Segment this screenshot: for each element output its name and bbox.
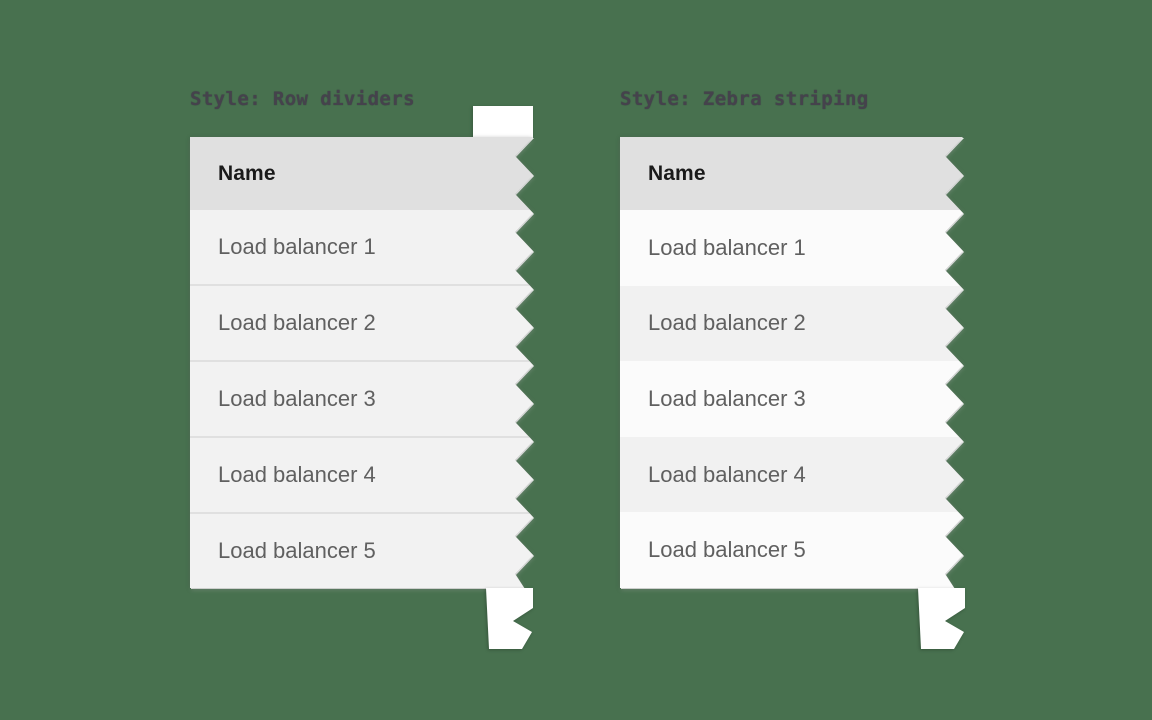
cell-name: Load balancer 4 — [218, 462, 376, 487]
table-rows: Load balancer 1 Load balancer 2 Load bal… — [620, 210, 963, 588]
table-row: Load balancer 3 — [620, 361, 963, 437]
cell-name: Load balancer 1 — [218, 234, 376, 259]
torn-paper-top-fragment — [473, 106, 533, 138]
table-body: Name Load balancer 1 Load balancer 2 Loa… — [620, 137, 963, 588]
table-row: Load balancer 4 — [620, 436, 963, 513]
table-header-row: Name — [620, 137, 963, 210]
style-label-zebra-striping: Style: Zebra striping — [620, 88, 869, 110]
data-table-zebra-striping: Name Load balancer 1 Load balancer 2 Loa… — [620, 137, 963, 588]
torn-paper-bottom-fragment — [918, 588, 965, 649]
torn-paper-bottom-fragment — [486, 588, 533, 649]
cell-name: Load balancer 3 — [648, 385, 806, 411]
style-label-row-dividers: Style: Row dividers — [190, 88, 415, 110]
cell-name: Load balancer 1 — [648, 234, 806, 260]
cell-name: Load balancer 4 — [648, 461, 806, 487]
table-body: Name Load balancer 1 Load balancer 2 Loa… — [190, 137, 533, 588]
table-row: Load balancer 4 — [190, 436, 533, 512]
table-rows: Load balancer 1 Load balancer 2 Load bal… — [190, 210, 533, 588]
cell-name: Load balancer 3 — [218, 386, 376, 411]
table-row: Load balancer 2 — [190, 284, 533, 360]
column-header-name: Name — [218, 161, 276, 185]
cell-name: Load balancer 2 — [218, 310, 376, 335]
table-row: Load balancer 5 — [190, 512, 533, 588]
table-row: Load balancer 3 — [190, 360, 533, 436]
cell-name: Load balancer 5 — [218, 538, 376, 563]
table-row: Load balancer 5 — [620, 512, 963, 588]
column-header-name: Name — [648, 161, 706, 185]
table-row: Load balancer 1 — [620, 210, 963, 286]
data-table-row-dividers: Name Load balancer 1 Load balancer 2 Loa… — [190, 137, 533, 588]
table-row: Load balancer 2 — [620, 285, 963, 362]
table-header-row: Name — [190, 137, 533, 210]
cell-name: Load balancer 2 — [648, 310, 806, 336]
cell-name: Load balancer 5 — [648, 537, 806, 563]
table-row: Load balancer 1 — [190, 210, 533, 284]
